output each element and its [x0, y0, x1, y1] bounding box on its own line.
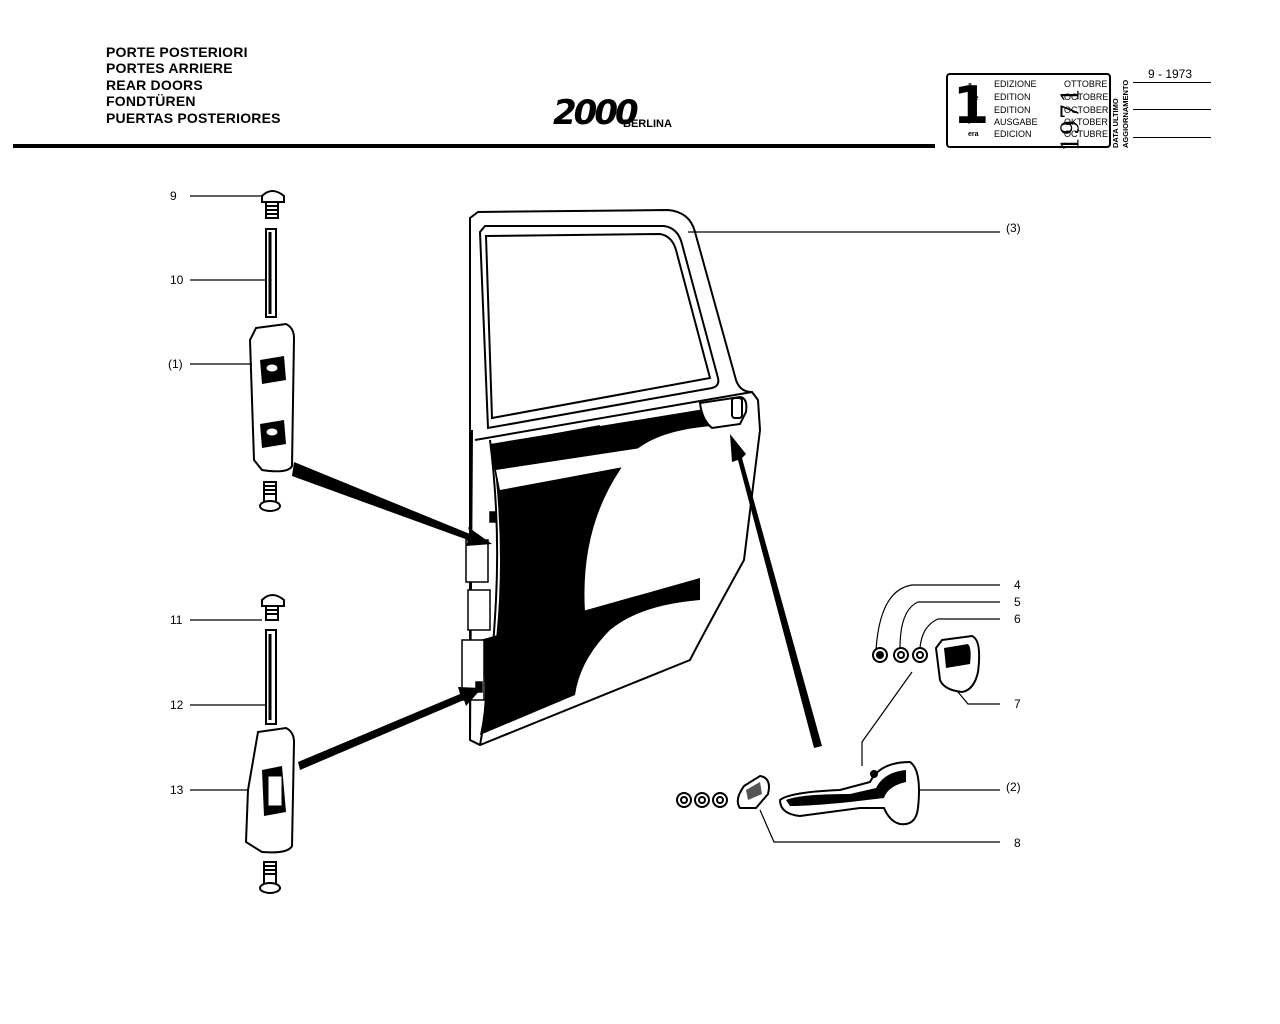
door-handle-pocket: [698, 395, 748, 430]
lower-hinge-body: [244, 726, 296, 854]
upper-hinge-arrow: [292, 462, 492, 546]
edition-number: 1: [953, 76, 990, 136]
edition-month: OCTOBER: [1064, 105, 1109, 115]
update-line: [1133, 137, 1211, 138]
upper-hinge-pin-cap: [261, 190, 285, 219]
edition-word: EDITION: [994, 105, 1031, 115]
callout-7: 7: [1014, 697, 1021, 711]
door-black-panels: [480, 404, 735, 735]
lower-hinge-bolt: [259, 861, 281, 894]
callout-1: (1): [168, 357, 183, 371]
callout-10: 10: [170, 273, 184, 287]
lower-hinge-pin-cap: [261, 594, 285, 621]
callout-9: 9: [170, 189, 177, 203]
title-french: PORTES ARRIERE: [106, 60, 233, 77]
update-line: [1133, 82, 1211, 83]
handle-gasket: [934, 634, 981, 694]
edition-month: OTTOBRE: [1064, 79, 1108, 89]
edition-month: OCTOBRE: [1064, 92, 1109, 102]
handle-pad: [736, 774, 770, 809]
callout-4: 4: [1014, 578, 1021, 592]
callout-11: 11: [170, 613, 183, 627]
title-english: REAR DOORS: [106, 76, 203, 93]
upper-hinge-bolt: [259, 481, 281, 512]
door-hinge-edge: [461, 511, 497, 701]
callout-2: (2): [1006, 780, 1021, 794]
update-line: [1133, 109, 1211, 110]
callout-12: 12: [170, 698, 184, 712]
edition-suffix: .: [968, 119, 970, 126]
edition-suffix: ere: [968, 95, 979, 102]
update-date: 9 - 1973: [1148, 67, 1193, 81]
edition-box: 1 a ere st . era EDIZIONE EDITION EDITIO…: [946, 73, 1111, 152]
page-titles: PORTE POSTERIORI PORTES ARRIERE REAR DOO…: [106, 44, 281, 126]
edition-suffix: era: [968, 131, 979, 138]
edition-month: OCTUBRE: [1064, 129, 1109, 139]
handle-washers-lower: [676, 792, 728, 808]
header-rule: [13, 144, 935, 148]
lower-hinge-arrow: [298, 687, 482, 770]
model-name: BERLINA: [623, 118, 672, 130]
title-german: FONDTÜREN: [106, 93, 196, 110]
edition-word: EDIZIONE: [994, 79, 1037, 89]
edition-month: OKTOBER: [1064, 117, 1108, 127]
upper-hinge-body: [248, 322, 296, 473]
edition-word: EDICION: [994, 129, 1032, 139]
callout-3: (3): [1006, 221, 1021, 235]
handle-arrow: [730, 434, 822, 748]
title-spanish: PUERTAS POSTERIORES: [106, 109, 281, 126]
edition-word: EDITION: [994, 92, 1031, 102]
callout-13: 13: [170, 783, 184, 797]
leader-lines: [190, 195, 1000, 843]
model-logo: 2000: [553, 93, 639, 133]
edition-suffix: st: [968, 107, 975, 114]
edition-word: AUSGABE: [994, 117, 1038, 127]
handle-washers-upper: [872, 647, 928, 663]
callout-8: 8: [1014, 836, 1021, 850]
callout-6: 6: [1014, 612, 1021, 626]
edition-suffix: a: [968, 82, 972, 89]
callout-5: 5: [1014, 595, 1021, 609]
outer-handle: [778, 760, 920, 826]
title-italian: PORTE POSTERIORI: [106, 44, 248, 60]
